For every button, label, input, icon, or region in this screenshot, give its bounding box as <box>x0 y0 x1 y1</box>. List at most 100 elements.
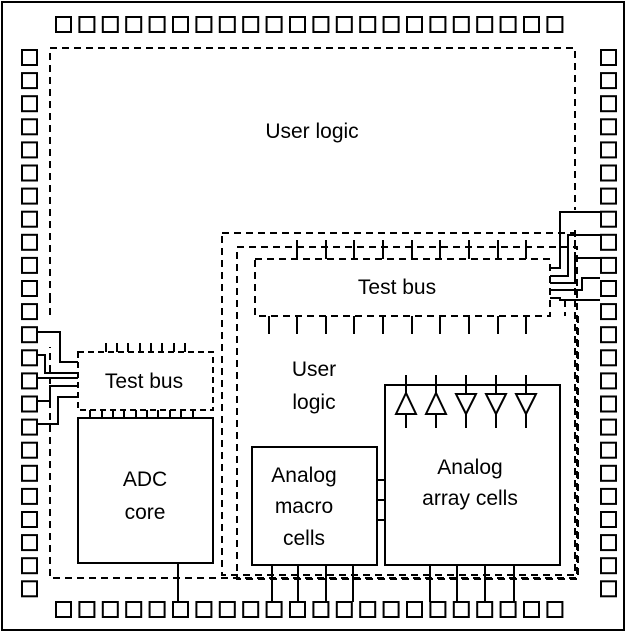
io-pad-right <box>600 395 617 413</box>
amplifier-down-icon <box>454 393 478 417</box>
io-pad-left <box>21 511 38 528</box>
io-pad-right <box>600 580 617 598</box>
io-pad-left <box>21 256 38 274</box>
io-pad-left <box>21 372 38 390</box>
io-pad-bottom <box>265 601 283 618</box>
amplifier-down-icon <box>514 393 538 417</box>
io-pad-bottom <box>172 601 189 618</box>
test-bus-left-ticks <box>89 343 194 418</box>
io-pad-right <box>600 141 617 159</box>
analog-macro-label-line3: cells <box>283 527 325 550</box>
io-pad-bottom <box>452 601 470 618</box>
io-pad-left <box>21 349 38 367</box>
io-pad-left <box>21 441 38 459</box>
io-pad-right <box>600 418 617 436</box>
io-pad-top <box>101 16 119 33</box>
io-pad-right <box>600 303 617 321</box>
io-pad-bottom <box>125 601 143 618</box>
io-pad-left <box>21 580 38 598</box>
io-pad-top <box>289 16 306 33</box>
io-pad-bottom <box>499 601 517 618</box>
io-pad-right <box>600 349 617 367</box>
io-pad-top <box>312 16 330 33</box>
io-pad-bottom <box>101 601 119 618</box>
analog-macro-label-line1: Analog <box>271 464 336 487</box>
io-pad-top <box>546 16 564 33</box>
io-pad-bottom <box>195 601 213 618</box>
io-pad-top <box>499 16 517 33</box>
io-pad-bottom <box>523 601 540 618</box>
io-pad-left <box>21 49 38 66</box>
io-pad-right <box>600 210 617 228</box>
io-pad-left <box>21 487 38 505</box>
io-pad-left <box>21 303 38 321</box>
io-pad-bottom <box>429 601 447 618</box>
io-pad-bottom <box>406 601 423 618</box>
io-pad-top <box>476 16 494 33</box>
io-pad-right <box>600 511 617 528</box>
io-pad-right <box>600 118 617 136</box>
io-pad-bottom <box>312 601 330 618</box>
io-pad-top <box>78 16 96 33</box>
adc-core-box <box>77 417 214 564</box>
io-pad-top <box>429 16 447 33</box>
io-pad-right <box>600 326 617 344</box>
io-pad-top <box>382 16 400 33</box>
io-pad-bottom <box>476 601 494 618</box>
io-pad-left <box>21 141 38 159</box>
io-pad-left <box>21 534 38 552</box>
io-pad-left <box>21 118 38 136</box>
io-pad-ring <box>21 16 617 618</box>
test-bus-right-box <box>254 258 551 317</box>
adc-core-label-line1: ADC <box>123 468 167 491</box>
io-pad-bottom <box>359 601 377 618</box>
analog-array-label-line2: array cells <box>422 487 518 510</box>
io-pad-right <box>600 534 617 552</box>
io-pad-top <box>218 16 236 33</box>
io-pad-right <box>600 164 617 182</box>
io-pad-bottom <box>148 601 166 618</box>
io-pad-left <box>21 326 38 344</box>
io-pad-right <box>600 187 617 205</box>
io-pad-top <box>523 16 540 33</box>
analog-array-label-line1: Analog <box>437 456 502 479</box>
io-pad-bottom <box>242 601 260 618</box>
io-pad-top <box>265 16 283 33</box>
io-pad-top <box>242 16 260 33</box>
io-pad-right <box>600 49 617 66</box>
io-pad-left <box>21 187 38 205</box>
io-pad-top <box>195 16 213 33</box>
io-pad-bottom <box>78 601 96 618</box>
io-pad-right <box>600 256 617 274</box>
io-pad-top <box>125 16 143 33</box>
io-pad-top <box>406 16 423 33</box>
io-pad-right <box>600 233 617 251</box>
inner-region-boundary <box>236 246 578 580</box>
io-pad-right <box>600 487 617 505</box>
io-pad-right <box>600 372 617 390</box>
user-logic-top-label: User logic <box>265 120 358 143</box>
io-pad-top <box>335 16 353 33</box>
io-pad-right <box>600 280 617 297</box>
io-pad-left <box>21 418 38 436</box>
bottom-wiring <box>177 563 515 602</box>
user-logic-inner-label-line2: logic <box>292 391 335 414</box>
io-pad-bottom <box>546 601 564 618</box>
io-pad-bottom <box>55 601 72 618</box>
io-pad-right <box>600 95 617 113</box>
amplifier-down-icon <box>484 393 508 417</box>
io-pad-top <box>172 16 189 33</box>
user-logic-inner-label-line1: User <box>292 358 336 381</box>
io-pad-left <box>21 395 38 413</box>
test-bus-right-label: Test bus <box>358 276 436 299</box>
amplifier-up-icon <box>424 390 448 415</box>
io-pad-right <box>600 464 617 482</box>
io-pad-left <box>21 233 38 251</box>
io-pad-left <box>21 464 38 482</box>
io-pad-right <box>600 72 617 90</box>
io-pad-left <box>21 210 38 228</box>
io-pad-right <box>600 557 617 575</box>
adc-core-label-line2: core <box>125 501 166 524</box>
io-pad-top <box>55 16 72 33</box>
